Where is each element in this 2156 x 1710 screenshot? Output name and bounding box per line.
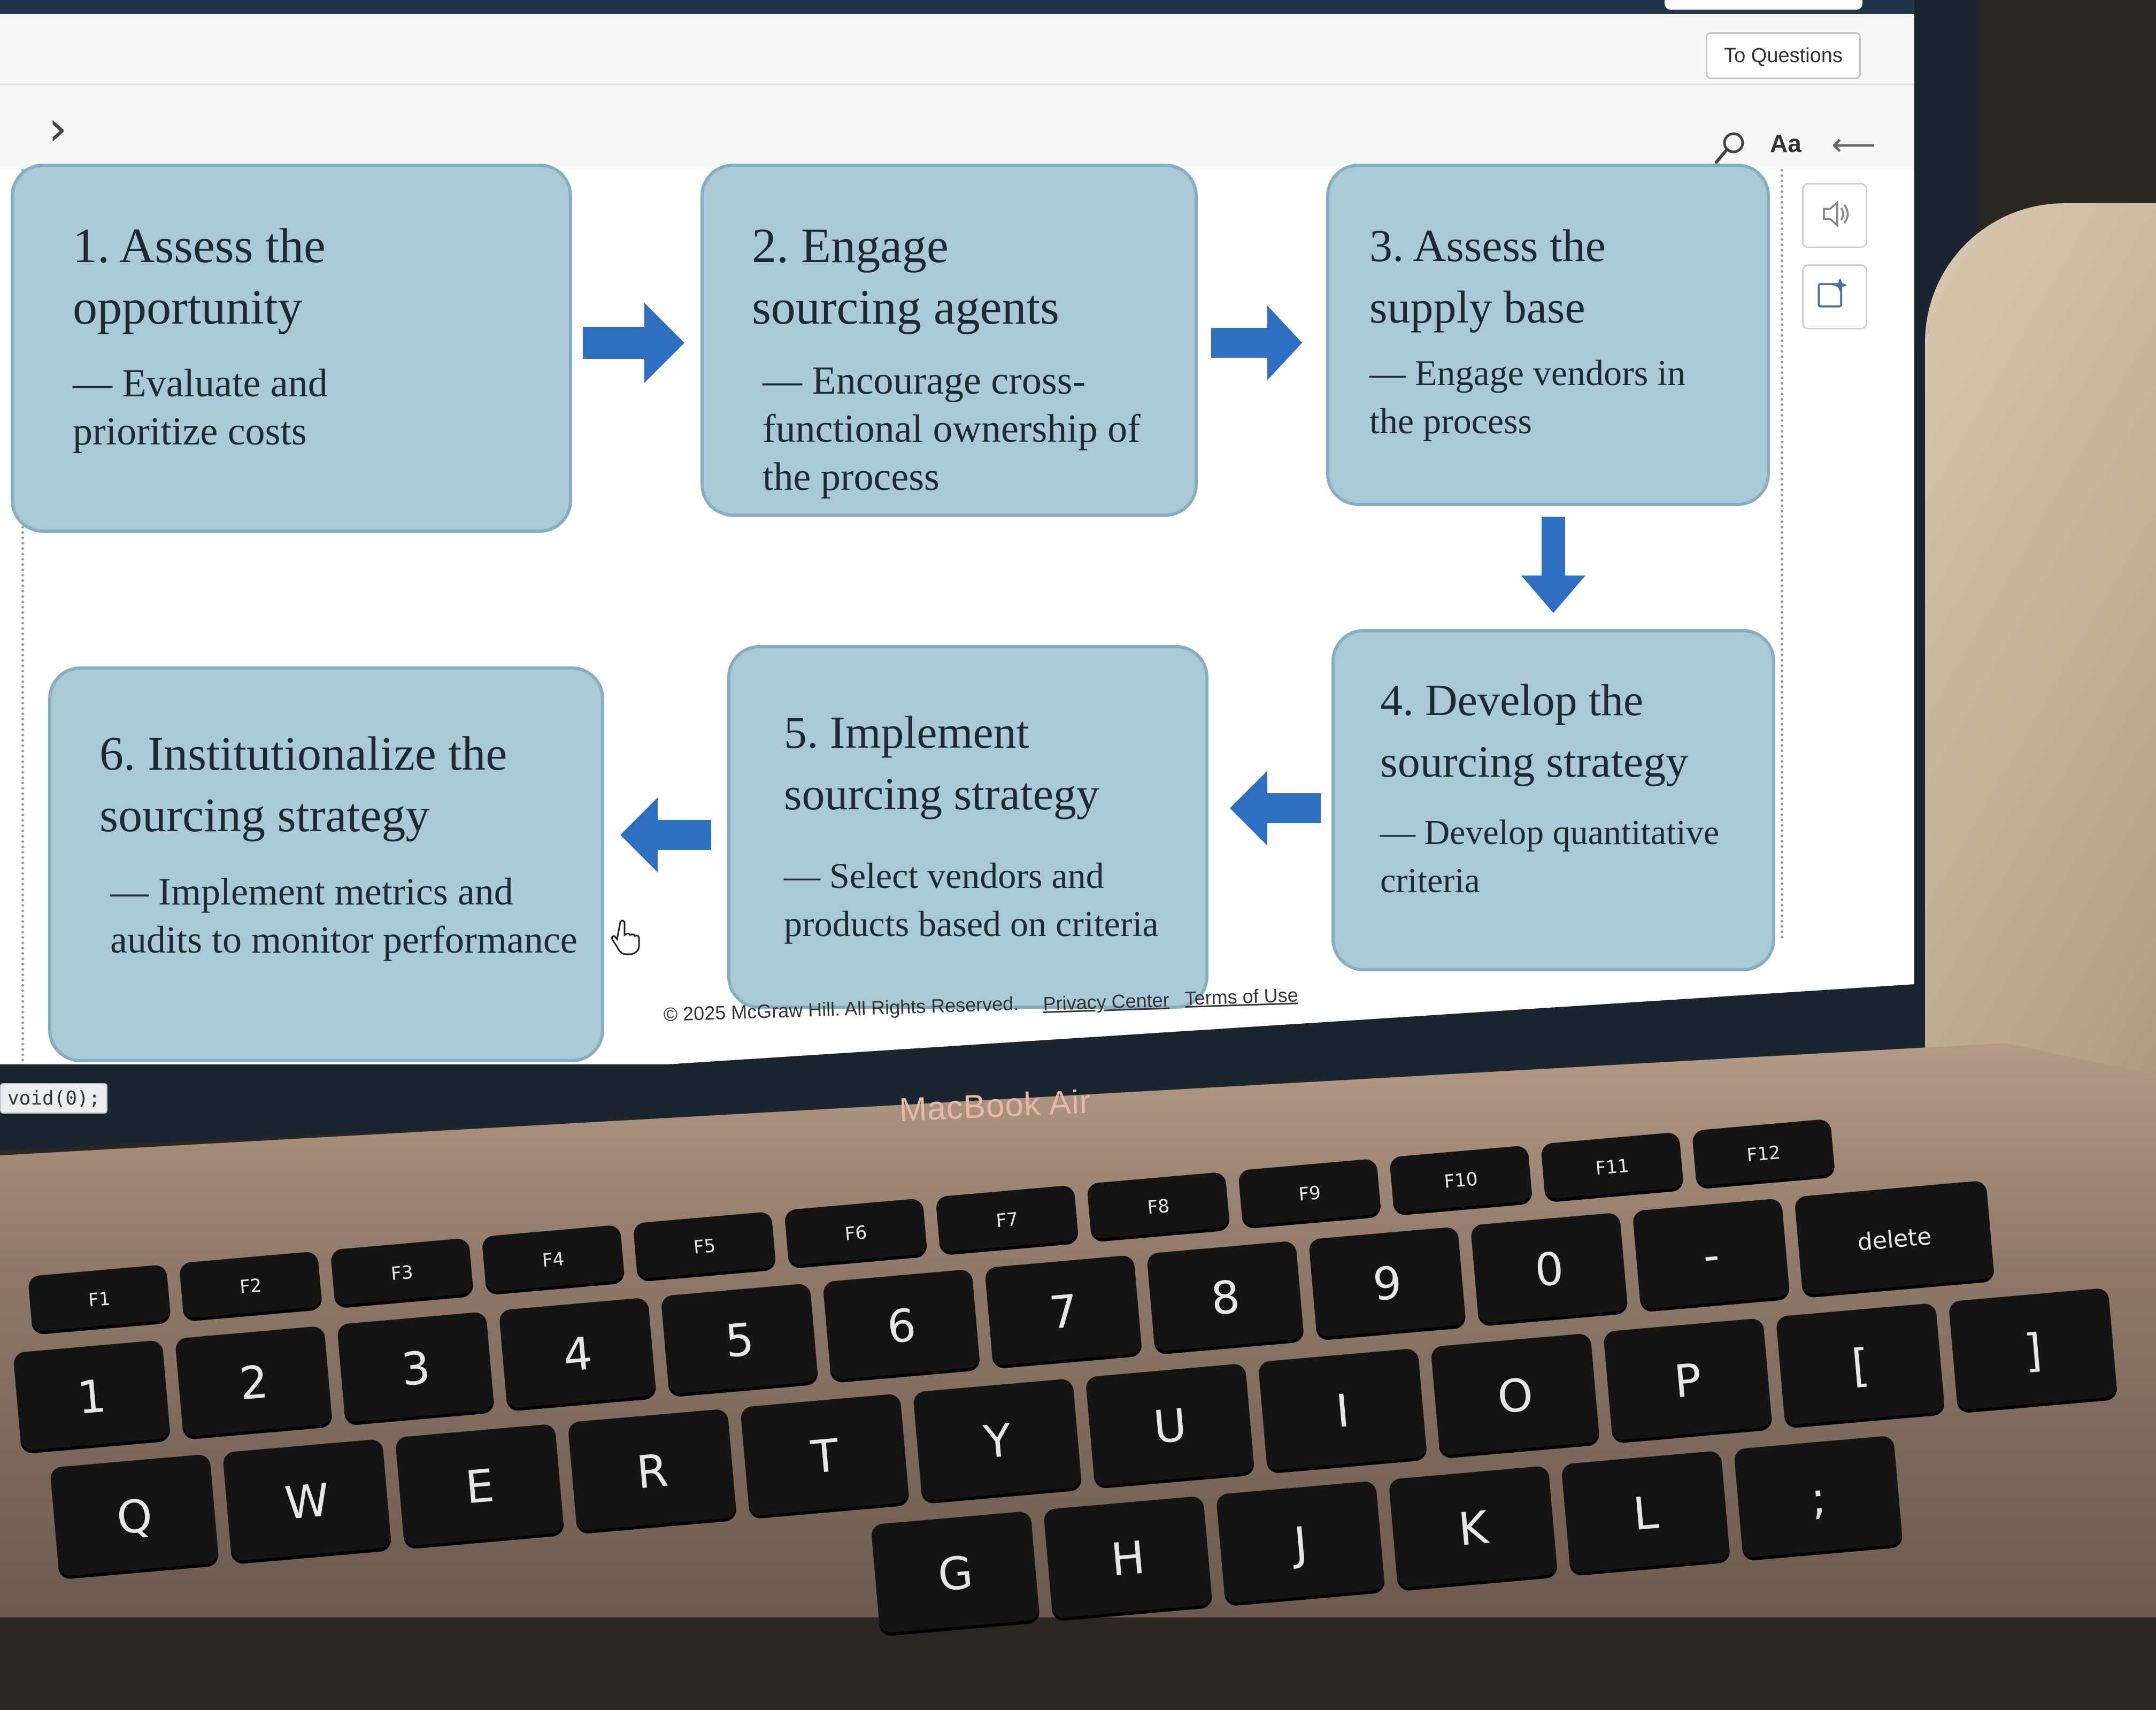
top-bar [0,0,1914,14]
key[interactable]: T [740,1393,910,1520]
key[interactable]: 8 [1146,1240,1305,1355]
key[interactable]: F11 [1540,1132,1684,1203]
chevron-right-icon[interactable]: › [48,101,67,157]
figure-content: 1. Assess the opportunity — Evaluate and… [0,164,1914,1064]
key[interactable]: K [1388,1465,1558,1592]
key[interactable]: Y [912,1378,1083,1505]
step-description: — Develop quantitative criteria [1380,813,1720,900]
arrow-right-icon [583,303,684,383]
key[interactable]: F4 [481,1224,626,1295]
arrow-left-icon [1230,771,1321,846]
browser-screen: To Questions › Aa ⟵ 1. Assess the op [0,0,1914,1064]
hand-cursor-icon [611,919,640,955]
key[interactable]: F5 [633,1211,776,1283]
key[interactable]: I [1258,1348,1428,1474]
ai-assist-button[interactable] [1802,264,1867,329]
key[interactable]: H [1043,1496,1213,1622]
key[interactable]: 5 [660,1283,819,1398]
key[interactable]: F3 [330,1238,474,1309]
step-title: 5. Implement sourcing strategy [784,707,1099,819]
key[interactable]: 9 [1308,1226,1467,1341]
step-box-4: 4. Develop the sourcing strategy — Devel… [1331,629,1775,971]
step-description: — Implement metrics and audits to monito… [110,870,578,961]
key[interactable]: P [1603,1317,1773,1444]
terms-of-use-link[interactable]: Terms of Use [1184,984,1299,1009]
step-box-5: 5. Implement sourcing strategy — Select … [727,645,1208,1009]
step-title: 2. Engage sourcing agents [752,218,1059,334]
key[interactable]: 3 [336,1311,495,1426]
key[interactable]: F1 [27,1264,172,1336]
key[interactable]: 0 [1470,1212,1629,1327]
step-description: — Encourage cross-functional ownership o… [763,359,1141,499]
key[interactable]: J [1215,1481,1385,1607]
search-icon[interactable] [1711,129,1749,166]
key[interactable]: F6 [784,1198,928,1269]
key[interactable]: Q [50,1454,220,1580]
back-arrow-icon[interactable]: ⟵ [1831,126,1876,163]
step-box-6: 6. Institutionalize the sourcing strateg… [48,666,604,1062]
reader-header: To Questions › Aa ⟵ [0,14,1914,171]
key[interactable]: O [1430,1333,1600,1459]
step-description: — Engage vendors in the process [1369,352,1686,441]
key[interactable]: F10 [1389,1145,1533,1216]
key[interactable]: L [1561,1450,1731,1577]
key[interactable]: 7 [984,1255,1143,1369]
key[interactable]: 2 [174,1325,333,1440]
key[interactable]: F8 [1087,1171,1230,1243]
key[interactable]: R [567,1408,737,1535]
to-questions-button[interactable]: To Questions [1706,32,1861,79]
font-size-button[interactable]: Aa [1770,129,1801,157]
top-tab-edge [1663,0,1864,11]
key[interactable]: W [222,1438,392,1565]
figure-frame-left [21,169,24,1064]
key[interactable]: U [1085,1363,1255,1489]
key[interactable]: F12 [1691,1118,1836,1190]
header-divider [0,83,1914,85]
key[interactable]: 4 [498,1297,657,1412]
copyright-text: © 2025 McGraw Hill. All Rights Reserved. [663,992,1019,1025]
step-title: 3. Assess the supply base [1369,220,1606,333]
key[interactable]: F7 [935,1185,1079,1256]
key[interactable]: G [871,1510,1041,1637]
arrow-down-icon [1521,517,1585,613]
key[interactable]: [ [1775,1302,1945,1429]
key[interactable]: E [395,1423,565,1550]
key[interactable]: - [1632,1198,1790,1313]
key[interactable]: ] [1948,1287,2118,1414]
key[interactable]: 1 [13,1339,171,1454]
delete-key[interactable]: delete [1794,1180,1995,1299]
status-bar-url: void(0); [0,1083,108,1114]
step-title: 1. Assess the opportunity [73,218,326,334]
audio-button[interactable] [1802,183,1867,248]
key[interactable]: 6 [822,1269,981,1384]
privacy-center-link[interactable]: Privacy Center [1043,988,1170,1015]
step-description: — Select vendors and products based on c… [784,855,1159,944]
arrow-right-icon [1211,305,1302,380]
arrow-left-icon [620,798,711,872]
step-box-2: 2. Engage sourcing agents — Encourage cr… [700,164,1198,517]
step-title: 4. Develop the sourcing strategy [1380,676,1689,787]
key[interactable]: ; [1733,1435,1904,1561]
step-description: — Evaluate and prioritize costs [73,362,328,454]
key[interactable]: F9 [1238,1158,1382,1229]
key[interactable]: F2 [179,1251,323,1322]
step-title: 6. Institutionalize the sourcing strateg… [99,727,507,842]
step-box-3: 3. Assess the supply base — Engage vendo… [1326,164,1770,506]
step-box-1: 1. Assess the opportunity — Evaluate and… [11,164,572,533]
figure-frame-right [1781,169,1783,939]
sparkle-icon [1818,278,1847,308]
speaker-icon [1823,201,1849,227]
